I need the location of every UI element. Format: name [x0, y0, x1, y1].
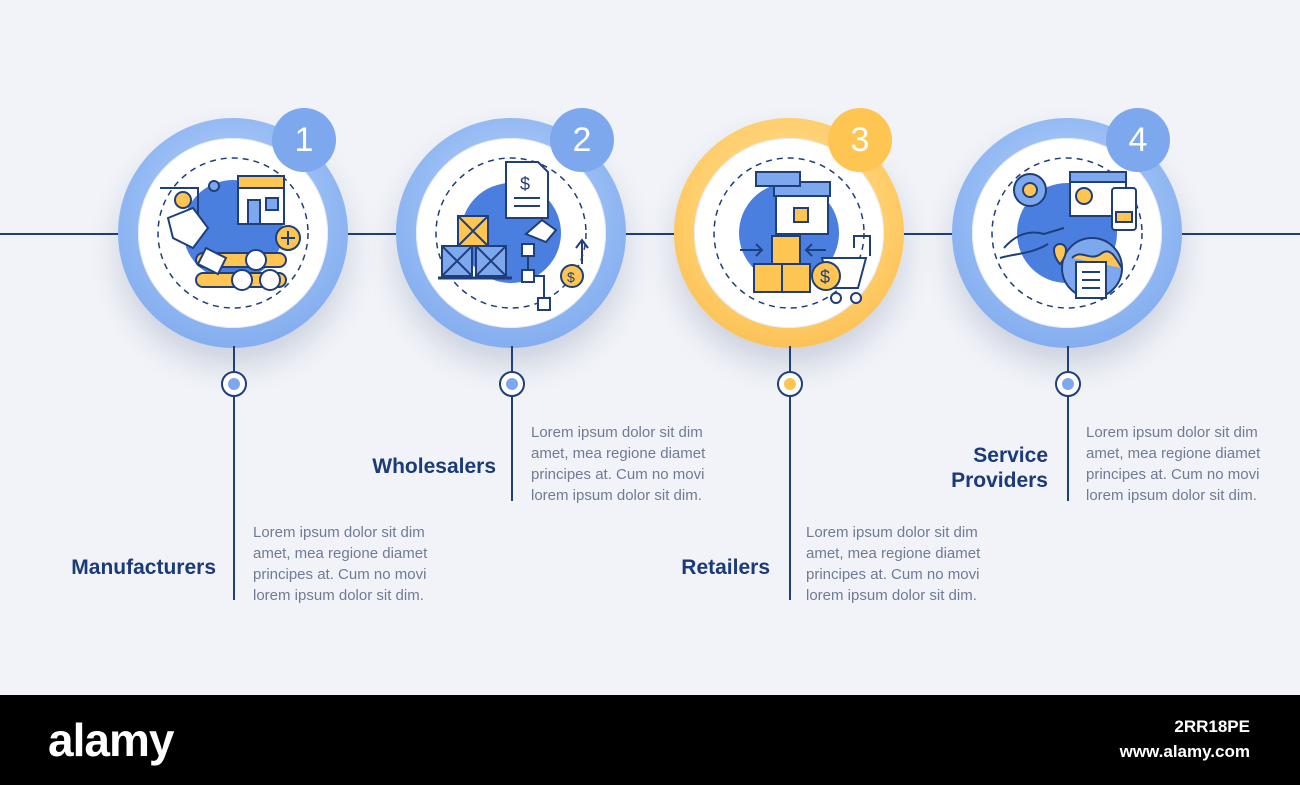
- wholesale-icon: $ $: [435, 157, 589, 311]
- step-4-title: Service Providers: [951, 444, 1048, 492]
- retail-icon: $: [713, 157, 871, 309]
- step-3-connector-top: [789, 346, 791, 372]
- step-2-title: Wholesalers: [372, 455, 496, 478]
- site-url: www.alamy.com: [1119, 742, 1250, 761]
- step-4-connector: [1067, 397, 1069, 501]
- step-2-description: Lorem ipsum dolor sit dim amet, mea regi…: [531, 424, 706, 504]
- timeline-line: [0, 233, 1300, 235]
- step-4-connector-top: [1067, 346, 1069, 372]
- step-3-node: [777, 371, 803, 397]
- step-4-number-badge: 4: [1106, 108, 1170, 172]
- step-1-connector-top: [233, 346, 235, 372]
- manufacturing-icon: [157, 157, 309, 309]
- step-2-connector: [511, 397, 513, 501]
- step-4-circle: [952, 118, 1182, 348]
- step-2-node: [499, 371, 525, 397]
- step-3-title: Retailers: [681, 556, 770, 579]
- step-3-description: Lorem ipsum dolor sit dim amet, mea regi…: [806, 524, 981, 604]
- step-3-number-badge: 3: [828, 108, 892, 172]
- infographic: 1 Manufacturers Lorem ipsum dolor sit di…: [0, 108, 1300, 604]
- alamy-logo: alamy: [48, 714, 174, 766]
- svg-text:$: $: [520, 174, 530, 194]
- step-1-description: Lorem ipsum dolor sit dim amet, mea regi…: [253, 524, 428, 604]
- svg-text:$: $: [567, 269, 575, 285]
- image-id: 2RR18PE: [1174, 717, 1250, 736]
- step-1-title: Manufacturers: [71, 556, 216, 579]
- step-4-icon-area: [972, 138, 1162, 328]
- step-1-number-badge: 1: [272, 108, 336, 172]
- step-1-connector: [233, 397, 235, 600]
- svg-text:$: $: [820, 267, 830, 287]
- step-4-description: Lorem ipsum dolor sit dim amet, mea regi…: [1086, 424, 1261, 504]
- footer-bar: alamy 2RR18PE www.alamy.com: [0, 695, 1300, 785]
- step-2-connector-top: [511, 346, 513, 372]
- step-1-node: [221, 371, 247, 397]
- step-3-connector: [789, 397, 791, 600]
- service-provider-icon: [991, 157, 1143, 309]
- step-2-number-badge: 2: [550, 108, 614, 172]
- step-4-node: [1055, 371, 1081, 397]
